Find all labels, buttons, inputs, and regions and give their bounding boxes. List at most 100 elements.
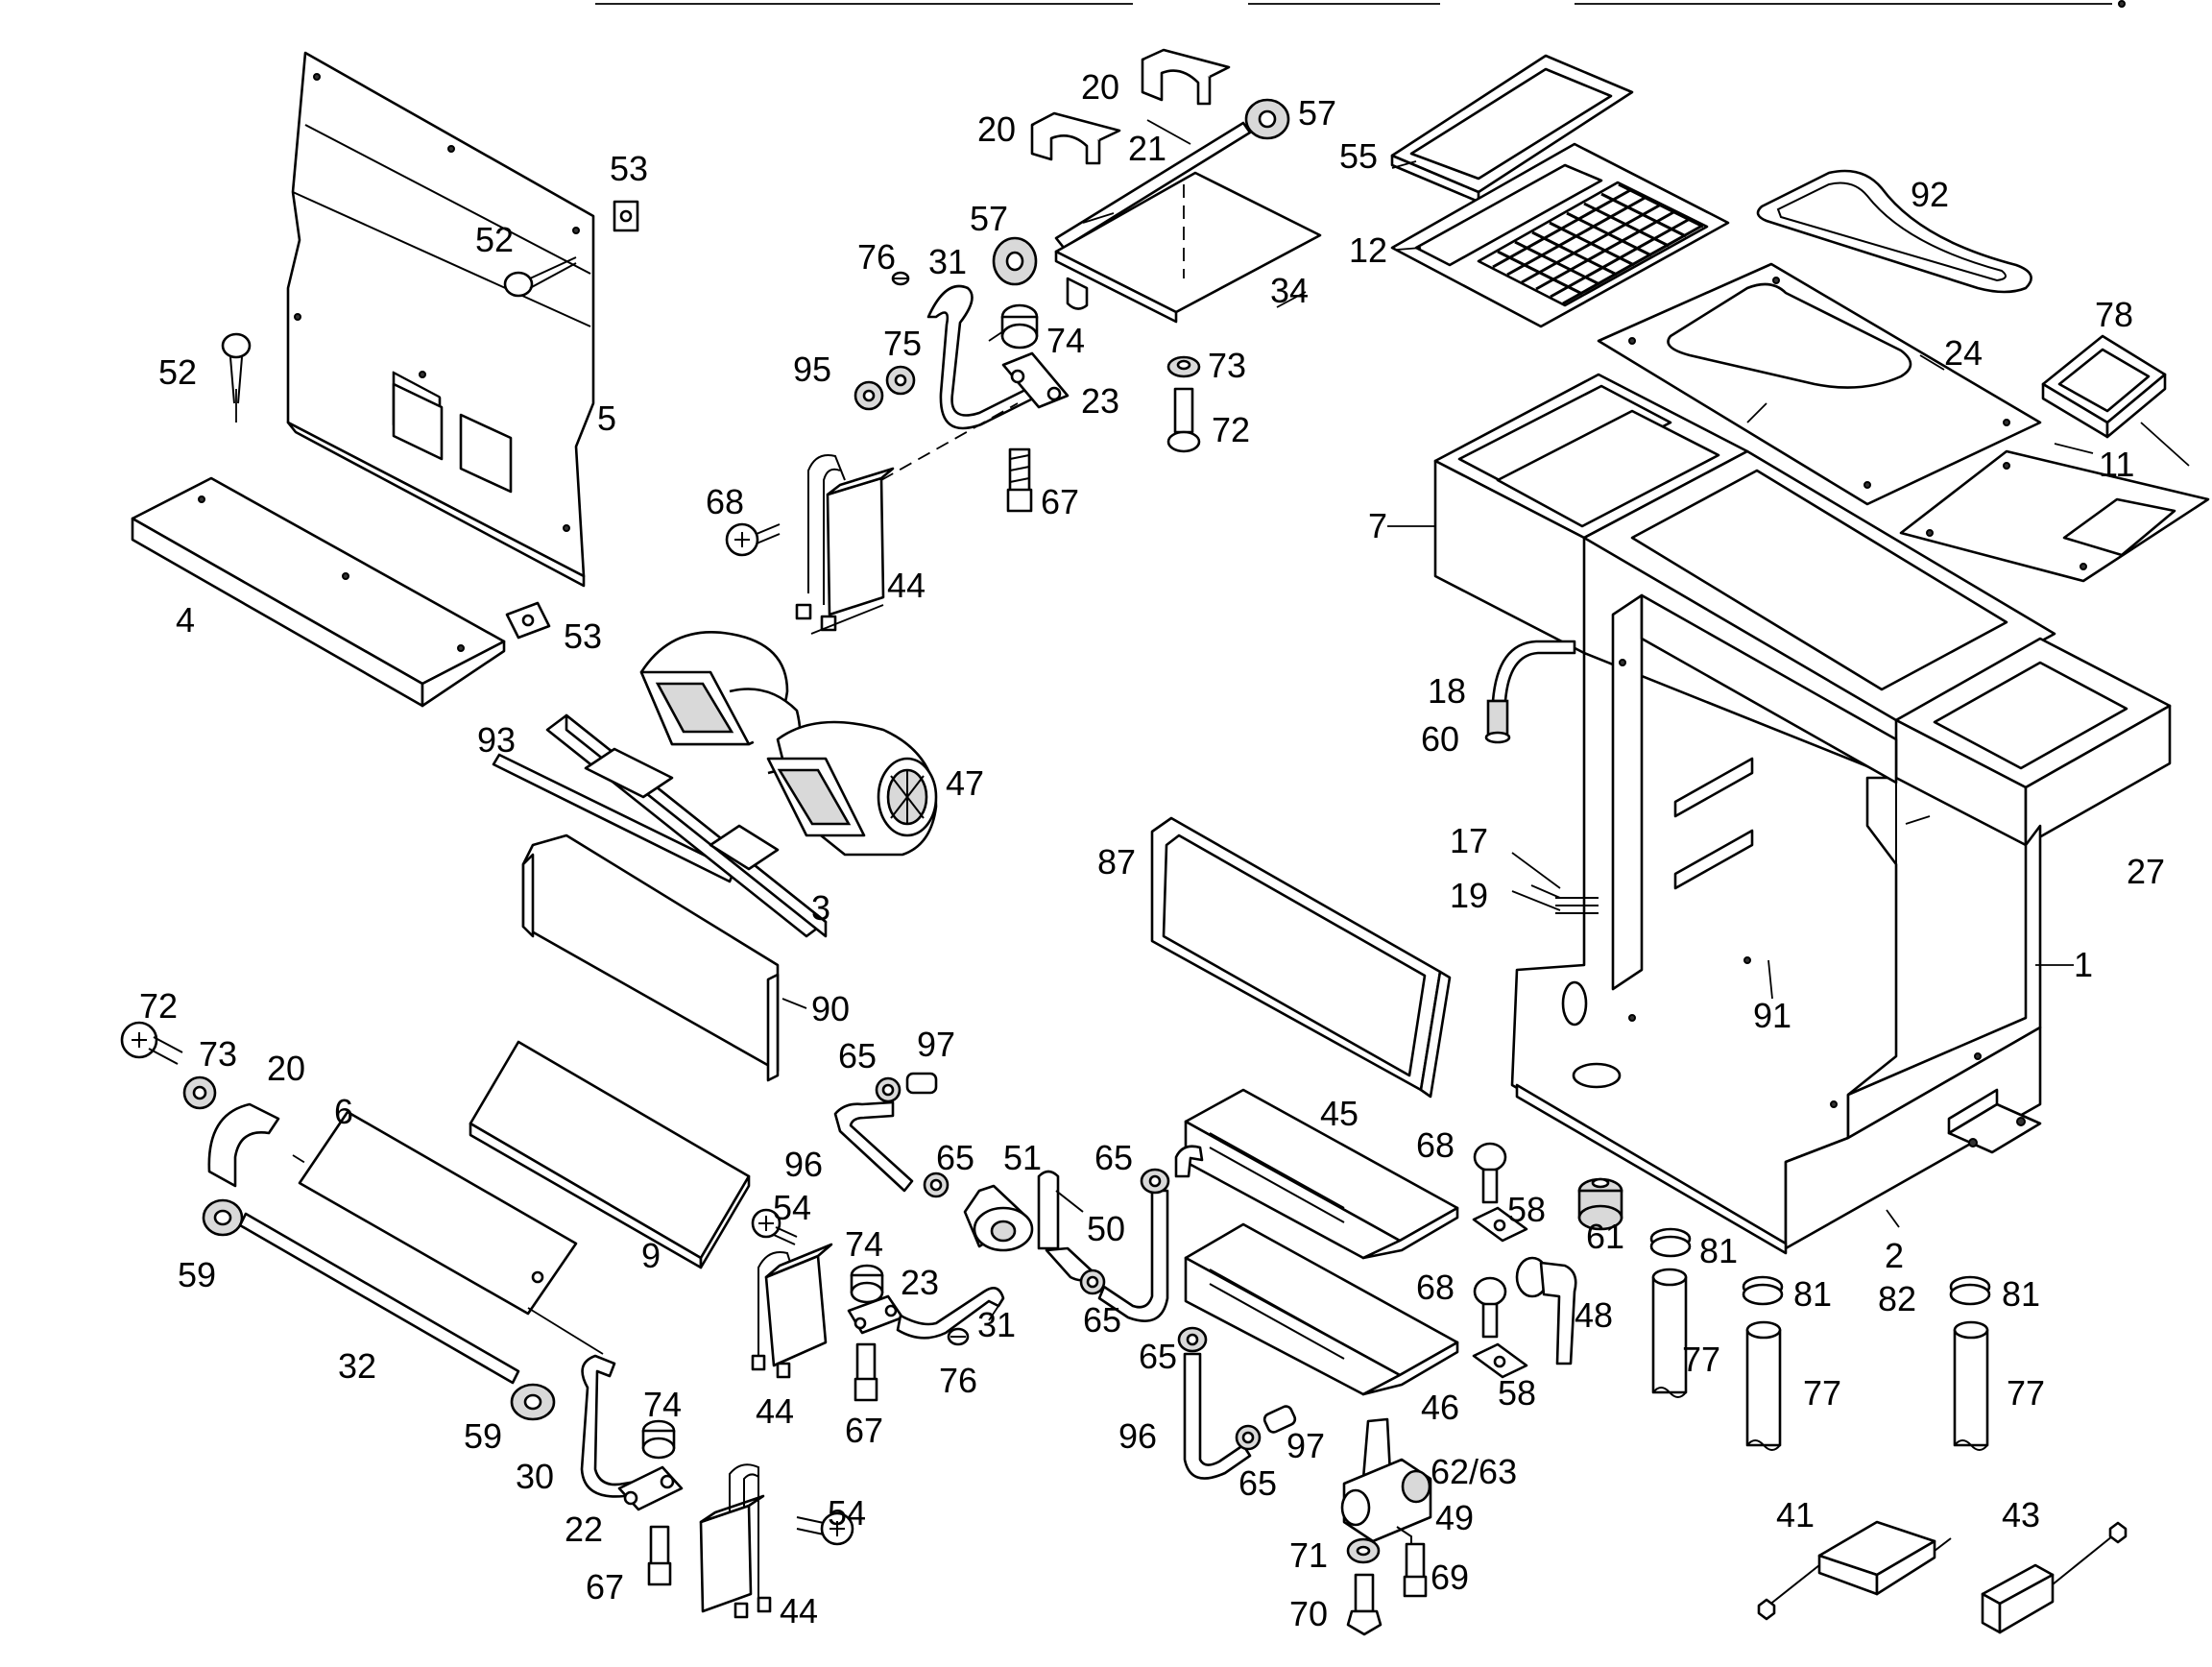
callout-41: 41 xyxy=(1776,1495,1815,1534)
bracket-22 xyxy=(617,1465,684,1511)
bolt-72-lower xyxy=(120,1021,183,1065)
screw-54-upper xyxy=(751,1208,798,1245)
callout-31: 31 xyxy=(928,242,967,281)
callout-54: 54 xyxy=(773,1188,811,1227)
callout-72: 72 xyxy=(139,986,178,1026)
callout-82: 82 xyxy=(1878,1279,1916,1318)
callout-87: 87 xyxy=(1097,842,1136,882)
callout-44: 44 xyxy=(756,1391,794,1431)
callout-58: 58 xyxy=(1498,1373,1536,1413)
valve-49 xyxy=(1340,1417,1432,1551)
clamp-81-a xyxy=(1649,1227,1692,1258)
clamp-65-d xyxy=(1140,1168,1170,1195)
callout-43: 43 xyxy=(2002,1495,2040,1534)
callout-62-63: 62/63 xyxy=(1431,1452,1517,1491)
callout-47: 47 xyxy=(946,763,984,803)
callout-67: 67 xyxy=(1041,482,1079,521)
callout-65: 65 xyxy=(1139,1337,1177,1376)
callout-90: 90 xyxy=(811,989,850,1028)
callout-53: 53 xyxy=(564,616,602,656)
callout-61: 61 xyxy=(1586,1217,1624,1256)
clamp-65-c xyxy=(1079,1268,1106,1295)
callout-77: 77 xyxy=(1682,1340,1720,1379)
clamp-81-c xyxy=(1949,1275,1991,1306)
callout-48: 48 xyxy=(1575,1295,1613,1335)
panel-11 xyxy=(1899,449,2210,583)
leader-lines xyxy=(235,119,2190,1321)
actuator-44-upper xyxy=(795,454,895,632)
screw-54-lower xyxy=(796,1511,854,1546)
callout-74: 74 xyxy=(845,1224,883,1264)
bracket-20-lower-left xyxy=(207,1102,280,1188)
callout-72: 72 xyxy=(1212,410,1250,449)
callout-54: 54 xyxy=(828,1493,866,1533)
callout-65: 65 xyxy=(936,1138,974,1177)
callout-91: 91 xyxy=(1753,996,1791,1035)
clamp-81-b xyxy=(1742,1275,1784,1306)
callout-6: 6 xyxy=(334,1092,353,1131)
bolt-70 xyxy=(1346,1573,1382,1636)
callout-65: 65 xyxy=(1094,1138,1133,1177)
callout-68: 68 xyxy=(1416,1125,1455,1165)
grille-12 xyxy=(1390,142,1730,328)
housing-1 xyxy=(1433,373,2172,1255)
callout-57: 57 xyxy=(970,199,1008,238)
bushing-59-lower xyxy=(510,1383,556,1421)
module-41 xyxy=(1757,1520,1952,1621)
clamp-65-e xyxy=(1177,1326,1208,1353)
callout-76: 76 xyxy=(939,1361,977,1400)
callout-81: 81 xyxy=(2002,1274,2040,1314)
bracket-58-upper xyxy=(1472,1206,1528,1243)
hose-18 xyxy=(1491,640,1576,703)
part-5-back-panel xyxy=(286,51,595,588)
callout-20: 20 xyxy=(1081,67,1119,107)
callout-45: 45 xyxy=(1320,1094,1358,1133)
hose-96-lower xyxy=(1183,1352,1252,1480)
bolt-69 xyxy=(1403,1542,1428,1598)
screw-52-upper xyxy=(503,256,577,298)
hose-31-lower xyxy=(896,1287,1005,1340)
callout-81: 81 xyxy=(1793,1274,1832,1314)
callout-77: 77 xyxy=(1803,1373,1841,1413)
nut-74-middle xyxy=(850,1264,884,1304)
callout-75: 75 xyxy=(883,324,922,363)
callout-70: 70 xyxy=(1289,1594,1328,1633)
fitting-97-upper xyxy=(905,1072,938,1095)
heater-core-45 xyxy=(1184,1088,1459,1260)
clip-76-lower xyxy=(947,1327,970,1346)
grille-12-mesh xyxy=(1492,182,1704,305)
washer-73-upper xyxy=(1166,355,1201,378)
callout-58: 58 xyxy=(1507,1190,1546,1229)
hose-96-upper xyxy=(833,1100,914,1193)
bushing-57-lower xyxy=(992,236,1038,286)
callout-49: 49 xyxy=(1435,1498,1474,1537)
callout-59: 59 xyxy=(178,1255,216,1294)
screw-68-lower xyxy=(1473,1276,1507,1339)
bushing-59-upper xyxy=(202,1198,244,1237)
callout-67: 67 xyxy=(586,1567,624,1607)
module-43 xyxy=(1981,1521,2128,1634)
duct-90 xyxy=(521,834,780,1082)
valve-51 xyxy=(963,1170,1096,1282)
callout-81: 81 xyxy=(1699,1231,1738,1270)
shaft-32 xyxy=(238,1212,520,1385)
callout-73: 73 xyxy=(199,1034,237,1074)
callout-74: 74 xyxy=(643,1385,682,1424)
bracket-20-lower xyxy=(1030,111,1121,165)
actuator-44-lower xyxy=(699,1463,772,1619)
bracket-20-upper xyxy=(1141,48,1231,106)
callout-23: 23 xyxy=(1081,381,1119,421)
callout-97: 97 xyxy=(1286,1426,1325,1465)
callout-97: 97 xyxy=(917,1025,955,1064)
callout-18: 18 xyxy=(1428,671,1466,711)
nut-74-upper xyxy=(1000,303,1039,350)
link-30-6 xyxy=(527,1307,604,1355)
assembly-line-23 xyxy=(880,402,1019,481)
blower-47 xyxy=(639,631,938,857)
callout-69: 69 xyxy=(1431,1558,1469,1597)
callout-20: 20 xyxy=(977,109,1016,149)
callout-67: 67 xyxy=(845,1411,883,1450)
callout-44: 44 xyxy=(780,1591,818,1631)
